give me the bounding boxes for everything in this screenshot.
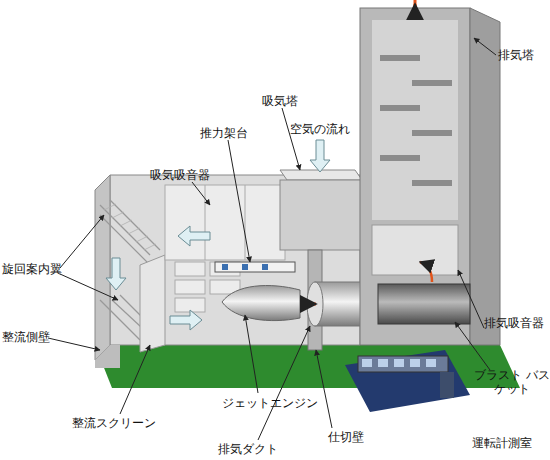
exhaust-out-arrow-head (414, 4, 417, 20)
air-flow-arrows (106, 140, 330, 330)
control-rack (440, 372, 454, 398)
blast-basket (378, 284, 470, 324)
part-label: 吸気塔 (262, 94, 298, 108)
exhaust-up-arrow (420, 262, 432, 282)
exhaust-tower-interior (372, 20, 458, 220)
wall-base (95, 345, 120, 368)
side-wall (95, 175, 110, 360)
part-label: 吸気吸音器 (150, 168, 210, 182)
leader-lines (48, 38, 496, 440)
part-label: ジェットエンジン (222, 396, 318, 410)
control-room-floor (345, 350, 470, 412)
control-console (358, 356, 448, 372)
jet-engine (222, 286, 300, 321)
exhaust-tower (360, 8, 470, 345)
exhaust-silencer (372, 225, 458, 275)
part-label: ブラスト バスケット (474, 368, 550, 396)
part-label: 空気の流れ (290, 122, 350, 136)
console-screens (362, 359, 436, 367)
flow-arrow (303, 303, 316, 306)
part-label: 排気ダクト (218, 442, 278, 456)
flow-screen (140, 255, 165, 352)
intake-tower (280, 180, 362, 250)
exhaust-baffles (380, 55, 452, 186)
part-label: 整流側壁 (2, 330, 50, 344)
exhaust-tower-side (470, 8, 500, 345)
part-label: 排気吸音器 (484, 316, 544, 330)
part-label: 旋回案内翼 (2, 262, 62, 276)
part-label: 運転計測室 (472, 436, 532, 450)
thrust-stand (215, 262, 295, 272)
part-label: 整流スクリーン (72, 416, 156, 430)
vane-steps (104, 204, 156, 250)
part-label: 仕切壁 (328, 430, 364, 444)
part-label: 排気塔 (498, 48, 534, 62)
thrust-stand-marks (222, 264, 268, 270)
blast-basket-front (378, 284, 470, 324)
part-label: 推力架台 (200, 126, 248, 140)
partition-wall (308, 250, 322, 350)
